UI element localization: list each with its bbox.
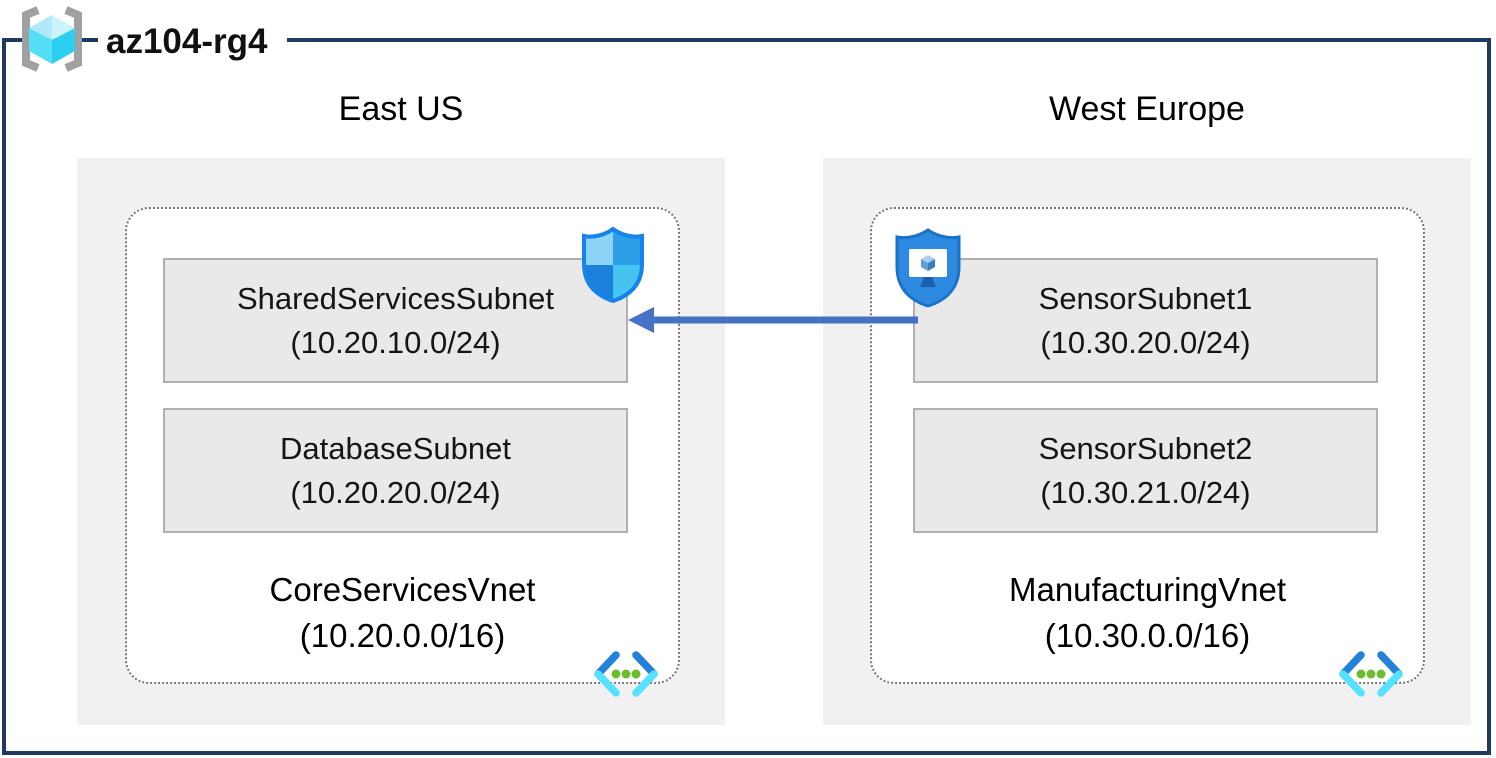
vnet-name: CoreServicesVnet bbox=[269, 571, 536, 608]
region-label-east-us: East US bbox=[338, 90, 464, 128]
vnet-label-coreservices: CoreServicesVnet (10.20.0.0/16) bbox=[125, 567, 680, 659]
resource-group-brackets-cube-icon bbox=[16, 6, 88, 77]
resource-group-label: az104-rg4 bbox=[16, 6, 288, 77]
virtual-network-icon bbox=[1336, 650, 1406, 703]
peering-arrow bbox=[628, 307, 918, 333]
region-label-west-europe: West Europe bbox=[1049, 90, 1245, 128]
subnet-sharedservices: SharedServicesSubnet (10.20.10.0/24) bbox=[163, 258, 628, 383]
nsg-shield-icon bbox=[581, 226, 645, 309]
subnet-sensor1: SensorSubnet1 (10.30.20.0/24) bbox=[913, 258, 1378, 383]
vnet-cidr: (10.20.0.0/16) bbox=[299, 617, 506, 654]
subnet-database: DatabaseSubnet (10.20.20.0/24) bbox=[163, 408, 628, 533]
vnet-name: ManufacturingVnet bbox=[1008, 571, 1286, 608]
subnet-name: SharedServicesSubnet bbox=[236, 280, 555, 316]
shield-monitor-icon bbox=[893, 227, 963, 314]
vnet-cidr: (10.30.0.0/16) bbox=[1044, 617, 1251, 654]
virtual-network-icon bbox=[591, 650, 661, 703]
vnet-label-manufacturing: ManufacturingVnet (10.30.0.0/16) bbox=[870, 567, 1425, 659]
subnet-cidr: (10.20.10.0/24) bbox=[290, 324, 501, 360]
subnet-cidr: (10.30.20.0/24) bbox=[1040, 324, 1251, 360]
subnet-name: SensorSubnet1 bbox=[1038, 280, 1253, 316]
subnet-sensor2: SensorSubnet2 (10.30.21.0/24) bbox=[913, 408, 1378, 533]
subnet-name: SensorSubnet2 bbox=[1038, 430, 1253, 466]
resource-group-name: az104-rg4 bbox=[98, 12, 288, 71]
subnet-cidr: (10.20.20.0/24) bbox=[290, 474, 501, 510]
subnet-name: DatabaseSubnet bbox=[280, 430, 511, 466]
subnet-cidr: (10.30.21.0/24) bbox=[1040, 474, 1251, 510]
resource-group-boundary bbox=[2, 38, 1491, 755]
